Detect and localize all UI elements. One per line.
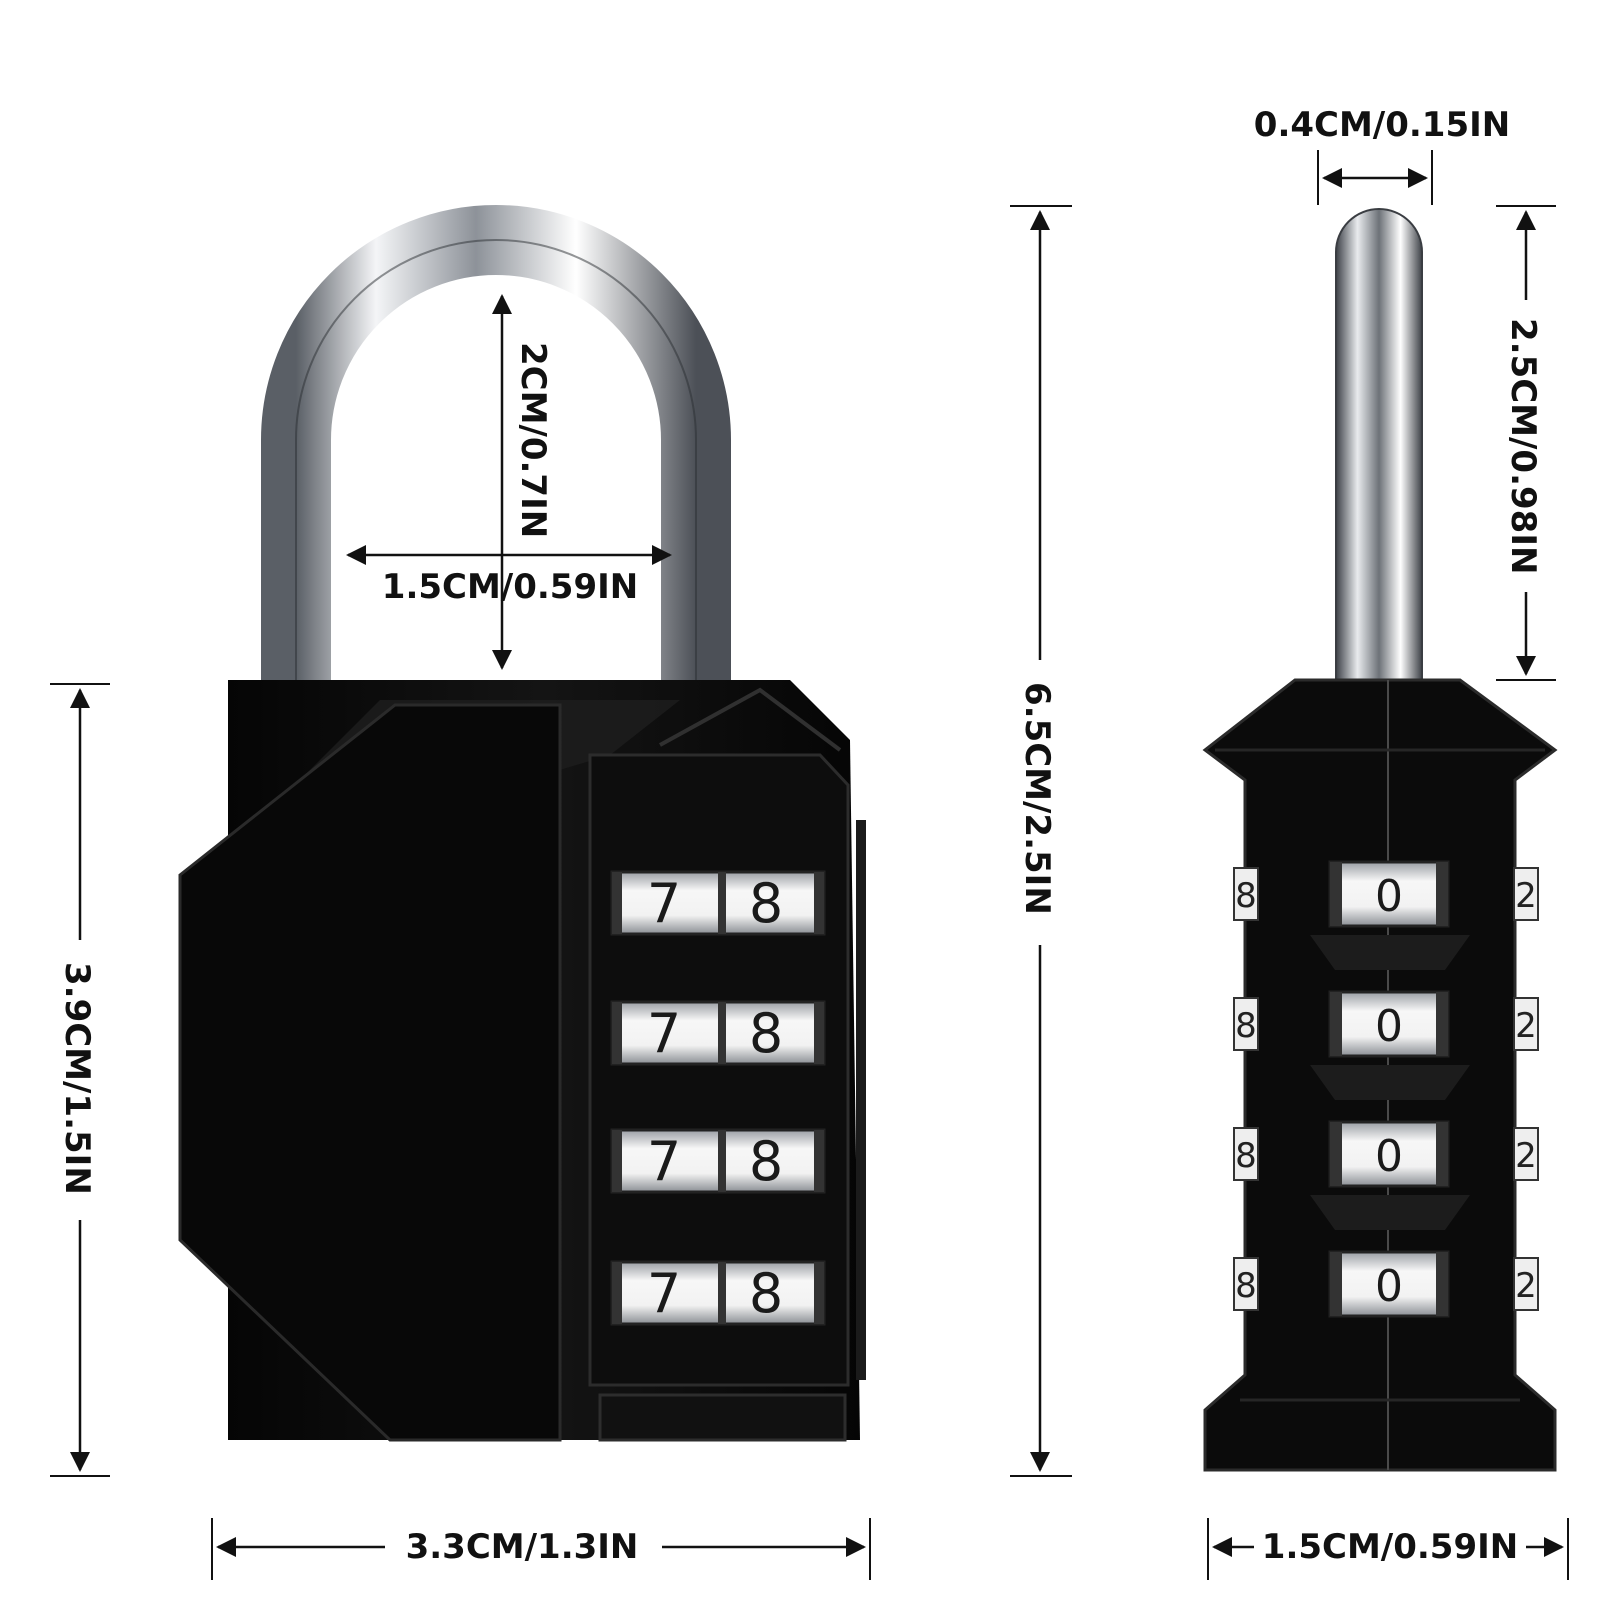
side-dial-row[interactable]: 8 0 2 — [1233, 1250, 1539, 1318]
shackle-inner-height-dimension: 2CM/0.7IN — [492, 294, 553, 670]
side-dial-digit-center: 0 — [1375, 871, 1403, 922]
shackle-inner-width-dimension: 1.5CM/0.59IN — [346, 545, 672, 607]
front-dial-digit-left: 7 — [647, 1130, 681, 1193]
total-height-dimension: 6.5CM/2.5IN — [1010, 205, 1072, 1477]
front-dial-row[interactable]: 7 8 — [610, 1000, 826, 1066]
side-dial-digit-right: 2 — [1515, 1266, 1537, 1306]
front-dials: 7 8 7 8 7 8 — [610, 870, 826, 1326]
side-dial-digit-left: 8 — [1235, 1136, 1257, 1176]
side-dial-row[interactable]: 8 0 2 — [1233, 1120, 1539, 1188]
side-dial-digit-left: 8 — [1235, 1006, 1257, 1046]
body-height-dimension: 3.9CM/1.5IN — [50, 683, 110, 1477]
shackle-inner-width-label: 1.5CM/0.59IN — [382, 567, 638, 607]
shackle-clearance-dimension: 2.5CM/0.98IN — [1496, 205, 1556, 681]
front-shackle — [261, 205, 731, 690]
side-dial-digit-right: 2 — [1515, 1006, 1537, 1046]
side-dial-row[interactable]: 8 0 2 — [1233, 990, 1539, 1058]
side-dial-digit-left: 8 — [1235, 1266, 1257, 1306]
front-dial-digit-right: 8 — [749, 1130, 783, 1193]
shackle-inner-height-label: 2CM/0.7IN — [513, 342, 553, 538]
side-shackle — [1335, 208, 1423, 691]
front-dial-digit-left: 7 — [647, 1002, 681, 1065]
side-dials: 8 0 2 8 0 2 8 — [1233, 860, 1539, 1318]
front-dial-row[interactable]: 7 8 — [610, 1260, 826, 1326]
front-lock-view: 7 8 7 8 7 8 — [50, 205, 871, 1580]
front-dial-row[interactable]: 7 8 — [610, 870, 826, 936]
side-dial-digit-center: 0 — [1375, 1001, 1403, 1052]
body-height-label: 3.9CM/1.5IN — [57, 962, 97, 1195]
shackle-thickness-label: 0.4CM/0.15IN — [1254, 105, 1510, 145]
total-height-label: 6.5CM/2.5IN — [1017, 682, 1057, 915]
side-width-dimension: 1.5CM/0.59IN — [1207, 1518, 1569, 1580]
front-dial-digit-right: 8 — [749, 872, 783, 935]
front-dial-digit-right: 8 — [749, 1002, 783, 1065]
body-width-dimension: 3.3CM/1.3IN — [211, 1518, 871, 1580]
front-dial-digit-right: 8 — [749, 1262, 783, 1325]
side-dial-digit-center: 0 — [1375, 1131, 1403, 1182]
body-width-label: 3.3CM/1.3IN — [406, 1527, 639, 1567]
shackle-thickness-dimension: 0.4CM/0.15IN — [1254, 105, 1510, 205]
front-dial-row[interactable]: 7 8 — [610, 1128, 826, 1194]
front-dial-digit-left: 7 — [647, 872, 681, 935]
side-lock-view: 8 0 2 8 0 2 8 — [1202, 105, 1569, 1580]
front-dial-digit-left: 7 — [647, 1262, 681, 1325]
side-dial-digit-center: 0 — [1375, 1261, 1403, 1312]
side-dial-digit-right: 2 — [1515, 1136, 1537, 1176]
shackle-clearance-label: 2.5CM/0.98IN — [1503, 318, 1543, 574]
side-dial-digit-right: 2 — [1515, 876, 1537, 916]
side-dial-row[interactable]: 8 0 2 — [1233, 860, 1539, 928]
side-dial-digit-left: 8 — [1235, 876, 1257, 916]
side-width-label: 1.5CM/0.59IN — [1262, 1527, 1518, 1567]
